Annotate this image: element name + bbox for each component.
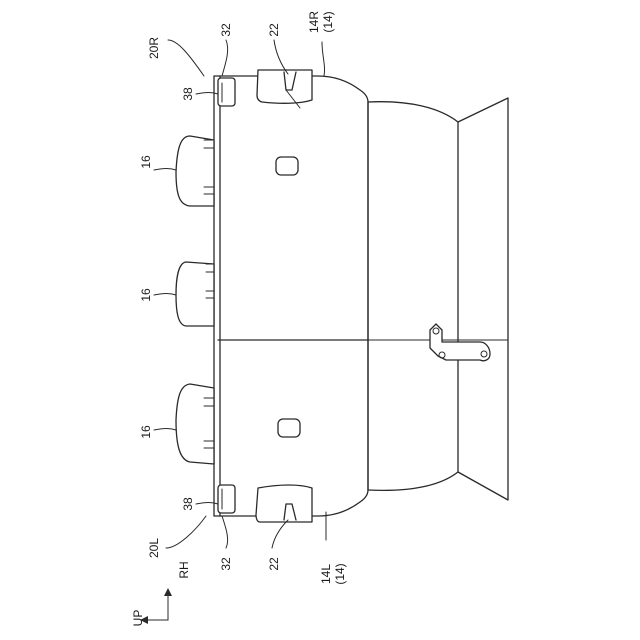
label-38-top: 38: [181, 87, 195, 101]
label-16-middle: 16: [139, 288, 153, 302]
label-20l: 20L: [147, 538, 161, 558]
headrest-upper: [176, 136, 214, 206]
orientation-indicator: RH UP: [131, 561, 191, 626]
label-32-top: 32: [219, 23, 233, 37]
label-16-lower: 16: [139, 425, 153, 439]
label-20r: 20R: [147, 37, 161, 59]
seat-back-left: [256, 419, 312, 522]
label-22-top: 22: [267, 23, 281, 37]
label-14r: 14R: [307, 11, 321, 33]
headrest-middle: [176, 262, 214, 326]
label-rh: RH: [177, 561, 191, 578]
label-14r-parent: (14): [321, 11, 335, 32]
seat-cushion: [218, 98, 508, 500]
label-16-upper: 16: [139, 155, 153, 169]
part-38-bottom: [218, 485, 235, 513]
part-38-top: [218, 78, 235, 106]
headrest-lower: [176, 384, 214, 464]
label-up: UP: [131, 610, 145, 627]
reference-labels: 20R 32 22 14R (14) 38 16 16 16 38 20L 32…: [139, 11, 347, 585]
label-22-bottom: 22: [267, 557, 281, 571]
label-14l-parent: (14): [333, 563, 347, 584]
mounting-bracket: [430, 324, 490, 361]
label-38-bottom: 38: [181, 497, 195, 511]
label-32-bottom: 32: [219, 557, 233, 571]
label-14l: 14L: [319, 564, 333, 584]
seat-back-panel: [214, 76, 368, 516]
seat-back-right: [257, 70, 312, 175]
